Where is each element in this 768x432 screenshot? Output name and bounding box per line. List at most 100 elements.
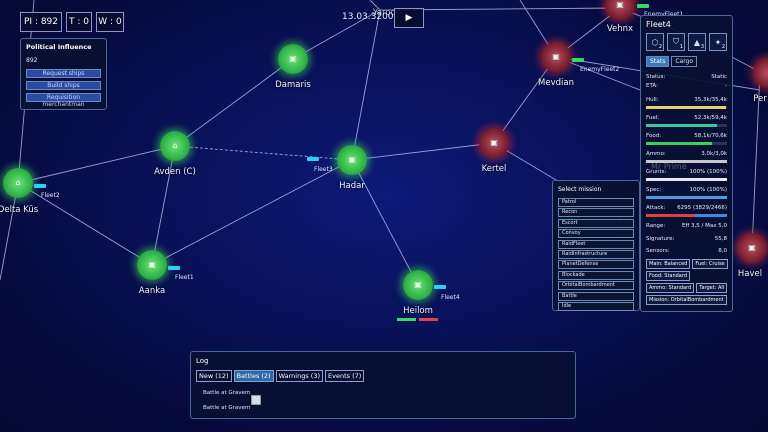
- system-avden-node[interactable]: ⌂: [160, 131, 190, 161]
- stat-value: -: [725, 83, 727, 89]
- mission-escort[interactable]: Escort: [558, 218, 634, 228]
- mission-battle[interactable]: Battle: [558, 291, 634, 301]
- tag-row: Mission: OrbitalBombardment: [646, 295, 727, 305]
- mission-planetdefense[interactable]: PlanetDefense: [558, 260, 634, 270]
- stat-value: 52,3k/59,4k: [694, 115, 727, 121]
- log-entry-checkbox[interactable]: [251, 395, 261, 405]
- stat-bar-fill: [646, 214, 695, 217]
- shield-ship-icon[interactable]: ⬡2: [646, 33, 664, 51]
- mission-orbitalbombardment[interactable]: OrbitalBombardment: [558, 281, 634, 291]
- system-havel-node[interactable]: ▣: [737, 233, 767, 263]
- planet-icon: ▣: [289, 54, 297, 63]
- system-kertel-node[interactable]: ▣: [479, 128, 509, 158]
- enemyfleet1-marker[interactable]: [637, 4, 649, 8]
- system-damaris-node[interactable]: ▣: [278, 44, 308, 74]
- ship-count: 3: [700, 44, 704, 50]
- fleet-setting-tag[interactable]: Mission: OrbitalBombardment: [646, 295, 727, 305]
- arrow-ship-icon[interactable]: ▲3: [688, 33, 706, 51]
- enemyfleet2-marker[interactable]: [572, 58, 584, 62]
- stat-value: 55,8: [714, 236, 727, 242]
- fleet3-marker[interactable]: [307, 157, 319, 161]
- stat-label: Status:: [646, 74, 666, 80]
- system-aanka-node[interactable]: ▣: [137, 250, 167, 280]
- log-tab-new[interactable]: New (12): [196, 370, 232, 382]
- system-vehnx-node[interactable]: ▣: [605, 0, 635, 20]
- build-ships-button[interactable]: Build ships: [26, 81, 101, 90]
- stat-value: Eff 3,5 / Max 5,0: [682, 223, 727, 229]
- stat-label: Range:: [646, 223, 666, 229]
- play-icon: ▶: [405, 13, 413, 23]
- influence-value: 892: [26, 57, 38, 64]
- system-hadar-label: Hadar: [339, 181, 365, 191]
- system-per-label: Per: [753, 94, 767, 104]
- game-date: 13.03.3200: [342, 12, 394, 22]
- stat-bar-fill: [646, 106, 727, 109]
- panel-title: Select mission: [558, 186, 602, 193]
- system-deltakus-node[interactable]: ⌂: [3, 168, 33, 198]
- capital-icon: ⌂: [172, 141, 178, 150]
- planet-icon: ▣: [414, 280, 422, 289]
- log-tab-events[interactable]: Events (7): [325, 370, 365, 382]
- heart-shield-icon[interactable]: ⛉1: [667, 33, 685, 51]
- tab-stats[interactable]: Stats: [646, 56, 670, 67]
- system-heilom-node[interactable]: ▣: [403, 270, 433, 300]
- stat-value: 3,0k/3,0k: [701, 151, 727, 157]
- fleet4-marker[interactable]: [434, 285, 446, 289]
- fleet-setting-tag[interactable]: Food: Standard: [646, 271, 691, 281]
- fleet-setting-tag[interactable]: Main: Balanced: [646, 259, 691, 269]
- ship-count: 2: [721, 44, 725, 50]
- tab-cargo[interactable]: Cargo: [671, 56, 698, 67]
- request-ships-button[interactable]: Request ships: [26, 69, 101, 78]
- requisition-merchantman-button[interactable]: Requisition merchantman: [26, 93, 101, 108]
- system-mevdian-label: Mevdian: [538, 78, 574, 88]
- panel-overlay-text: Mr Prime: [651, 162, 687, 171]
- fleet2-marker[interactable]: [34, 184, 46, 188]
- fleet-title: Fleet4: [646, 20, 671, 29]
- stat-bar-fill: [646, 124, 718, 127]
- mission-blockade[interactable]: Blockade: [558, 270, 634, 280]
- stat-label: Fuel:: [646, 115, 660, 121]
- system-kertel-label: Kertel: [481, 164, 507, 174]
- mission-patrol[interactable]: Patrol: [558, 198, 634, 207]
- planet-icon: ▣: [348, 155, 356, 164]
- system-yaroon-label: Yaroon: [372, 8, 402, 18]
- ship-glyph: ✦: [714, 37, 722, 47]
- play-button[interactable]: ▶: [394, 8, 424, 28]
- log-tab-warnings[interactable]: Warnings (3): [275, 370, 323, 382]
- star-ship-icon[interactable]: ✦2: [709, 33, 727, 51]
- tag-row: Food: Standard: [646, 271, 727, 281]
- mission-raidfleet[interactable]: RaidFleet: [558, 239, 634, 249]
- heilom-control-bar-enemy: [419, 318, 438, 321]
- fleet-setting-tag[interactable]: Ammo: Standard: [646, 283, 695, 293]
- range-row: Range: Eff 3,5 / Max 5,0: [646, 222, 727, 231]
- system-hadar-node[interactable]: ▣: [337, 145, 367, 175]
- mission-idle[interactable]: Idle: [558, 301, 634, 311]
- system-heilom-label: Heilom: [403, 306, 433, 316]
- enemyfleet2-label: EnemyFleet2: [580, 66, 620, 73]
- system-aanka-label: Aanka: [138, 286, 166, 296]
- w-counter: W : 0: [96, 12, 124, 32]
- select-mission-panel: Select mission Patrol Recon Escort Convo…: [552, 180, 640, 311]
- fleet-setting-tag[interactable]: Fuel: Cruise: [692, 259, 728, 269]
- system-per-node[interactable]: [753, 58, 768, 88]
- mission-raidinfrastructure[interactable]: RaidInfrastructure: [558, 249, 634, 259]
- log-entry[interactable]: Battle at Gravem: [203, 405, 251, 411]
- fleet4-label: Fleet4: [441, 294, 460, 301]
- enemyfleet1-label: EnemyFleet1: [644, 11, 683, 18]
- fleet1-marker[interactable]: [168, 266, 180, 270]
- system-deltakus-label: Delta Küs: [0, 205, 39, 215]
- heilom-control-bar-friendly: [397, 318, 416, 321]
- log-entry[interactable]: Battle at Gravem: [203, 390, 251, 396]
- log-title: Log: [196, 357, 209, 365]
- stat-row: Spec:100% (100%): [646, 186, 727, 195]
- mission-convoy[interactable]: Convoy: [558, 229, 634, 239]
- pi-counter: PI : 892: [20, 12, 62, 32]
- system-mevdian-node[interactable]: ▣: [541, 42, 571, 72]
- mission-recon[interactable]: Recon: [558, 208, 634, 218]
- log-tab-battles[interactable]: Battles (2): [233, 370, 274, 382]
- stat-row: Hull:35,3k/35,4k: [646, 96, 727, 105]
- planet-icon: ▣: [490, 138, 498, 147]
- fleet-setting-tag[interactable]: Target: All: [696, 283, 728, 293]
- ship-glyph: ⛉: [673, 37, 679, 46]
- stat-label: Attack:: [646, 205, 666, 211]
